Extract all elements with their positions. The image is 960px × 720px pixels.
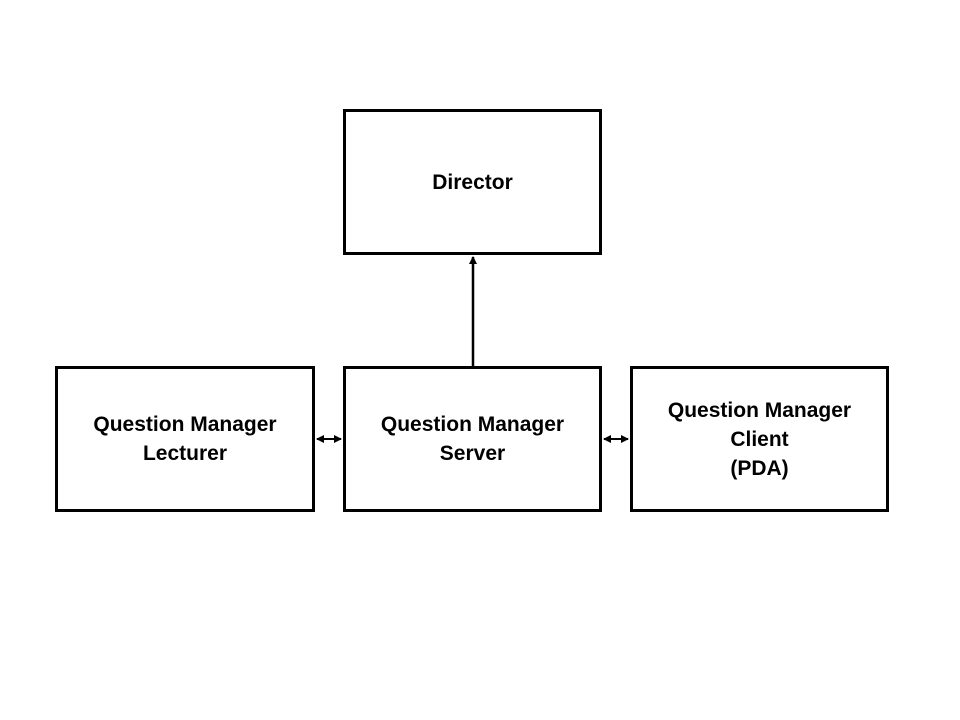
question-manager-lecturer-label: Question Manager Lecturer <box>93 413 277 465</box>
director-label: Director <box>432 170 513 194</box>
question-manager-lecturer-box: Question Manager Lecturer <box>55 366 315 512</box>
question-manager-client-label: Question Manager Client (PDA) <box>667 398 852 480</box>
question-manager-server-box: Question Manager Server <box>343 366 602 512</box>
question-manager-client-box: Question Manager Client (PDA) <box>630 366 889 512</box>
question-manager-server-label: Question Manager Server <box>380 413 565 465</box>
director-box: Director <box>343 109 602 255</box>
